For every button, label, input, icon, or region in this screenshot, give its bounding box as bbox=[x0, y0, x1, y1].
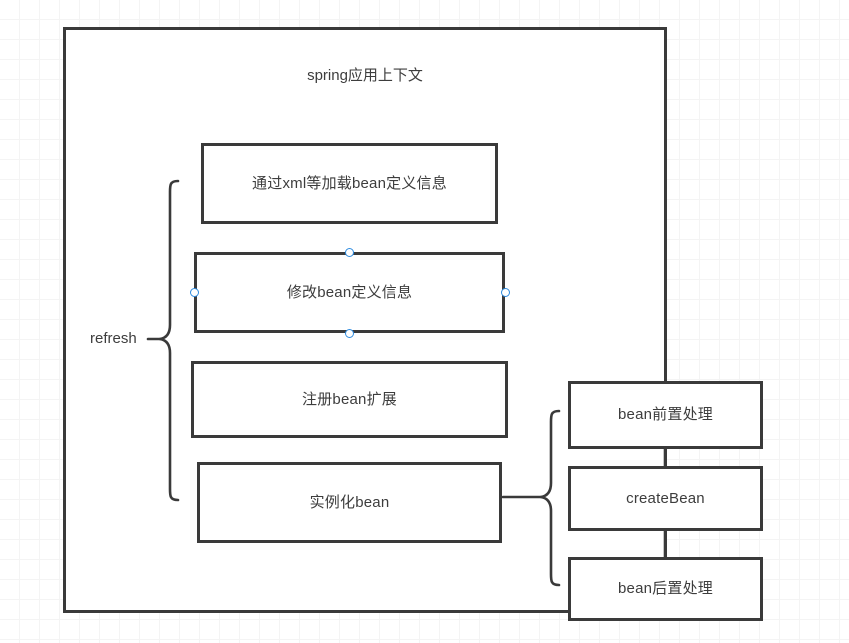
box-label: createBean bbox=[626, 489, 705, 507]
selection-handle-top[interactable] bbox=[345, 248, 354, 257]
box-instantiate-bean[interactable]: 实例化bean bbox=[197, 462, 502, 543]
box-modify-bean-definition[interactable]: 修改bean定义信息 bbox=[194, 252, 505, 333]
box-label: bean后置处理 bbox=[618, 580, 713, 598]
box-bean-post-process[interactable]: bean后置处理 bbox=[568, 557, 763, 621]
box-create-bean[interactable]: createBean bbox=[568, 466, 763, 531]
selection-handle-bottom[interactable] bbox=[345, 329, 354, 338]
box-label: 实例化bean bbox=[309, 493, 390, 511]
box-label: 通过xml等加载bean定义信息 bbox=[252, 174, 447, 192]
selection-handle-right[interactable] bbox=[501, 288, 510, 297]
box-bean-pre-process[interactable]: bean前置处理 bbox=[568, 381, 763, 449]
box-load-bean-definition[interactable]: 通过xml等加载bean定义信息 bbox=[201, 143, 498, 224]
box-register-bean-extension[interactable]: 注册bean扩展 bbox=[191, 361, 508, 438]
box-label: 注册bean扩展 bbox=[302, 390, 397, 408]
box-label: bean前置处理 bbox=[618, 406, 713, 424]
container-title: spring应用上下文 bbox=[307, 67, 423, 84]
box-label: 修改bean定义信息 bbox=[286, 283, 413, 301]
selection-handle-left[interactable] bbox=[190, 288, 199, 297]
refresh-group-label: refresh bbox=[90, 330, 137, 347]
